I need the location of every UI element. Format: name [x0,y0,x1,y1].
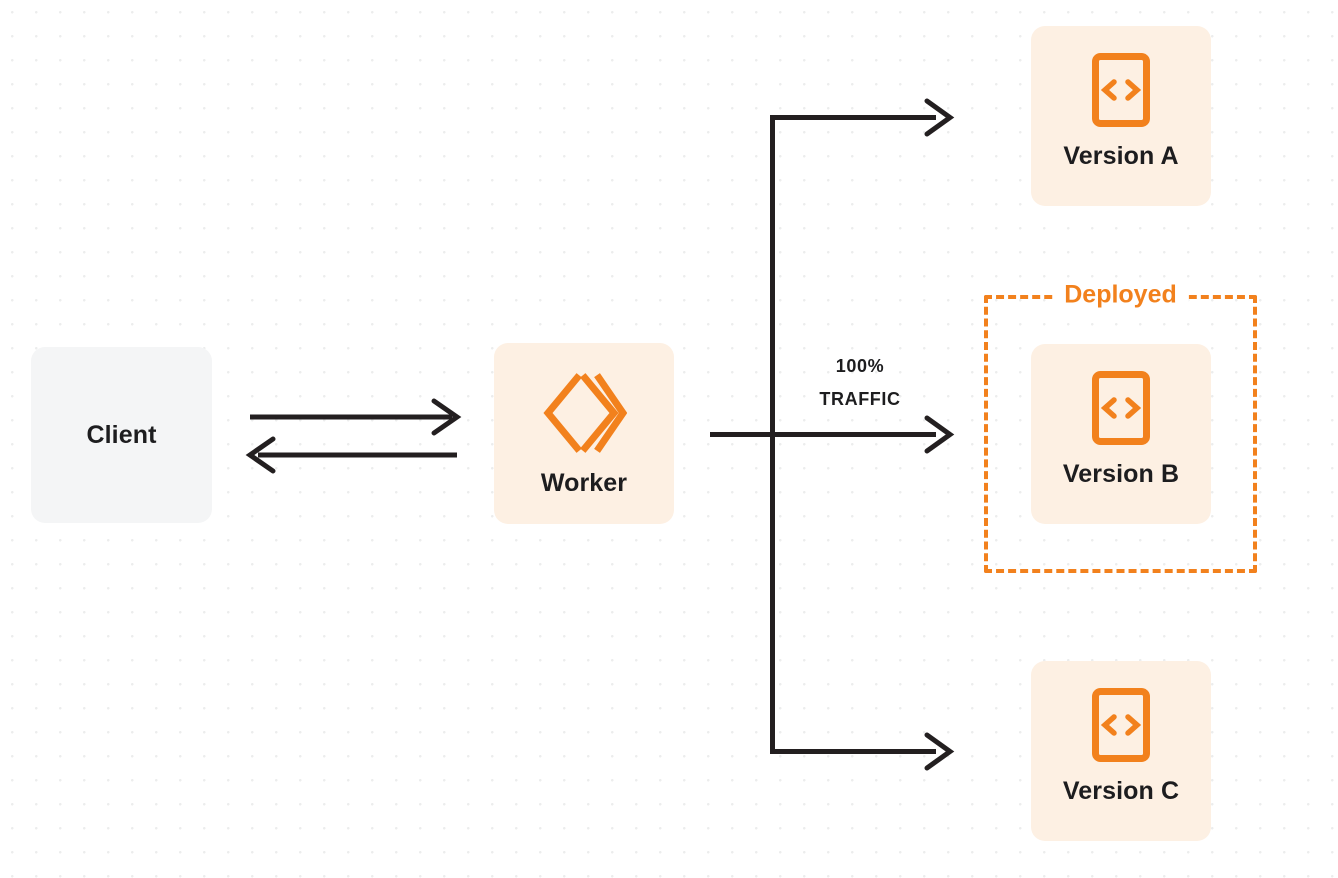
node-version-c[interactable]: Version C [1031,661,1211,841]
node-worker-label: Worker [540,469,628,497]
traffic-percent-text: 100% [835,356,885,376]
connector-client-to-worker [250,398,462,436]
connector-worker-to-client [245,436,457,474]
connector-worker-to-version-c [770,732,955,771]
connector-worker-to-version-a [770,98,955,137]
code-file-icon [1092,371,1150,445]
node-version-c-label: Version C [1062,777,1180,805]
traffic-annotation: 100% TRAFFIC [790,350,930,417]
node-client[interactable]: Client [31,347,212,523]
code-file-icon [1092,53,1150,127]
cloudflare-workers-logo-icon [541,373,627,453]
connector-worker-to-version-b [710,415,955,454]
node-version-b[interactable]: Version B [1031,344,1211,524]
code-file-icon [1092,688,1150,762]
node-worker[interactable]: Worker [494,343,674,524]
node-client-label: Client [86,420,157,449]
node-version-a[interactable]: Version A [1031,26,1211,206]
deployed-group-label: Deployed [1052,282,1189,308]
node-version-a-label: Version A [1063,142,1179,170]
node-version-b-label: Version B [1062,460,1180,488]
traffic-caption-text: TRAFFIC [819,389,901,410]
